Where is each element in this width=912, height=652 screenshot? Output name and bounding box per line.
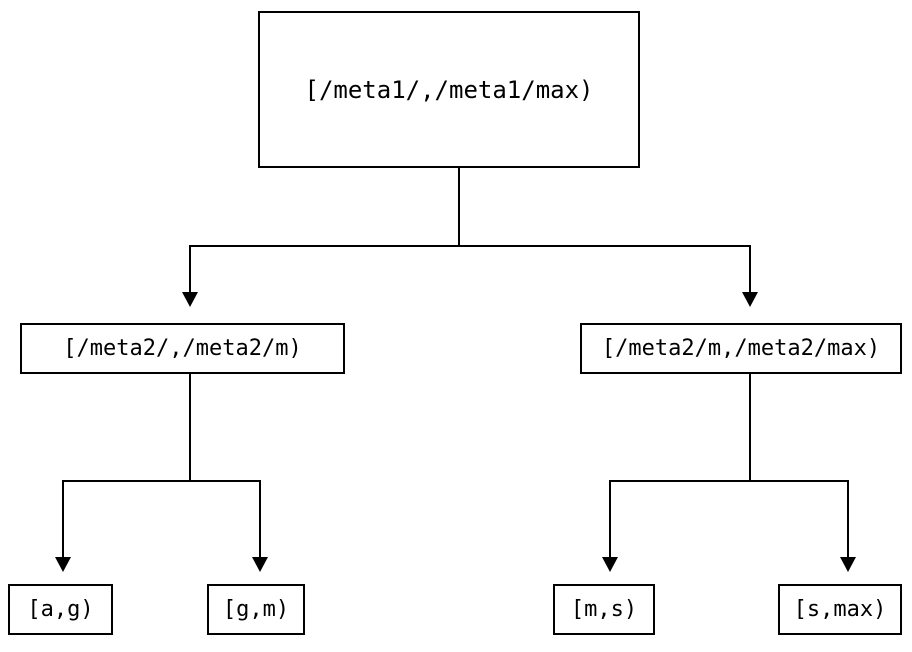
node-leaf-3[interactable]: [m,s)	[553, 584, 655, 635]
node-root[interactable]: [/meta1/,/meta1/max)	[258, 11, 640, 168]
edge-mid-right-to-leaf-3	[608, 374, 752, 557]
node-leaf-4[interactable]: [s,max)	[778, 584, 902, 635]
arrowhead-to-leaf-4	[840, 557, 856, 572]
arrowhead-to-mid-right	[742, 292, 758, 307]
node-leaf-1[interactable]: [a,g)	[8, 584, 113, 635]
edge-mid-right-to-leaf-4	[750, 479, 850, 557]
node-mid-right[interactable]: [/meta2/m,/meta2/max)	[580, 323, 902, 374]
node-leaf-2[interactable]: [g,m)	[207, 584, 305, 635]
edge-root-to-mid-left	[188, 168, 461, 292]
arrowhead-to-leaf-1	[55, 557, 71, 572]
node-mid-left[interactable]: [/meta2/,/meta2/m)	[20, 323, 345, 374]
arrowhead-to-leaf-3	[602, 557, 618, 572]
edge-mid-left-to-leaf-2	[190, 479, 262, 557]
arrowhead-to-mid-left	[182, 292, 198, 307]
edge-mid-left-to-leaf-1	[61, 374, 192, 557]
arrowhead-to-leaf-2	[252, 557, 268, 572]
edge-root-to-mid-right	[459, 244, 752, 292]
